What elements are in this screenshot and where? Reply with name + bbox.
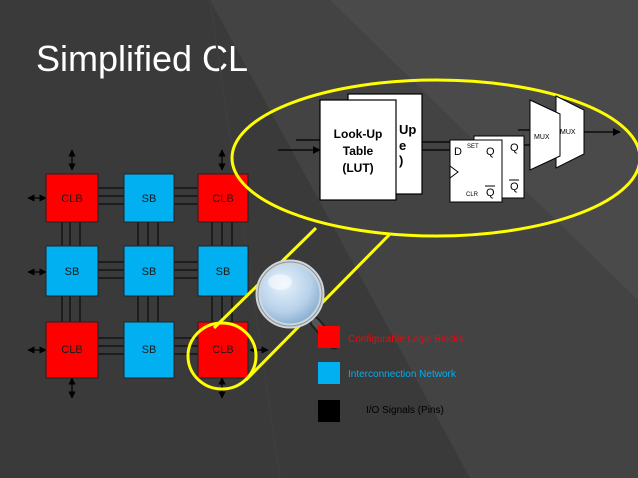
mux-back-label: MUX bbox=[560, 129, 576, 136]
legend: Configurable Logic Blocks Interconnectio… bbox=[318, 326, 464, 422]
clock-triangle bbox=[449, 165, 459, 179]
grid-label: SB bbox=[142, 266, 157, 278]
sb-block bbox=[197, 245, 249, 297]
lut-back-label: Up bbox=[399, 122, 416, 137]
lut-front bbox=[319, 99, 397, 201]
grid-blocks bbox=[45, 173, 249, 379]
legend-label-interconnect: Interconnection Network bbox=[348, 369, 457, 380]
legend-swatch-clb bbox=[318, 326, 340, 348]
legend-label-clb: Configurable Logic Blocks bbox=[348, 334, 464, 345]
clb-block bbox=[197, 321, 249, 379]
legend-swatch-interconnect bbox=[318, 362, 340, 384]
ff-clr-label: CLR bbox=[466, 192, 479, 198]
sb-block bbox=[123, 321, 175, 379]
grid-label: CLB bbox=[61, 193, 82, 205]
grid-label: SB bbox=[142, 193, 157, 205]
lut-back-label: e bbox=[399, 138, 406, 153]
clb-block bbox=[45, 173, 99, 223]
clb-block bbox=[45, 321, 99, 379]
clb-block bbox=[197, 173, 249, 223]
grid-label: SB bbox=[142, 344, 157, 356]
ff-d-label: D bbox=[454, 146, 462, 158]
lut-label: Look-Up bbox=[334, 127, 383, 141]
sb-block bbox=[45, 245, 99, 297]
grid-label: CLB bbox=[212, 193, 233, 205]
grid-label: CLB bbox=[212, 344, 233, 356]
large-highlight-ellipse bbox=[230, 78, 638, 238]
sb-block bbox=[123, 173, 175, 223]
flip-flop-front bbox=[449, 139, 503, 203]
mux-front-label: MUX bbox=[534, 134, 550, 141]
mux-front bbox=[529, 99, 561, 171]
legend-label-io: I/O Signals (Pins) bbox=[366, 405, 444, 416]
clb-internals: Up e ) Look-Up Table (LUT) Q Q D SET Q C… bbox=[278, 93, 621, 203]
ff-back-q-label: Q bbox=[510, 142, 519, 154]
ff-qbar-label: Q bbox=[486, 187, 495, 199]
ff-back-qbar-label: Q bbox=[510, 181, 519, 193]
lut-back-label: ) bbox=[399, 153, 403, 168]
grid-label: SB bbox=[65, 266, 80, 278]
grid-label: SB bbox=[216, 266, 231, 278]
small-highlight-circle bbox=[186, 321, 258, 391]
lut-label: (LUT) bbox=[342, 161, 373, 175]
legend-swatch-io bbox=[318, 400, 340, 422]
grid-label: CLB bbox=[61, 344, 82, 356]
ff-set-label: SET bbox=[467, 144, 479, 150]
grid-labels: CLB SB CLB SB SB SB CLB SB CLB bbox=[61, 193, 233, 356]
ff-q-label: Q bbox=[486, 146, 495, 158]
lut-label: Table bbox=[343, 144, 374, 158]
sb-block bbox=[123, 245, 175, 297]
